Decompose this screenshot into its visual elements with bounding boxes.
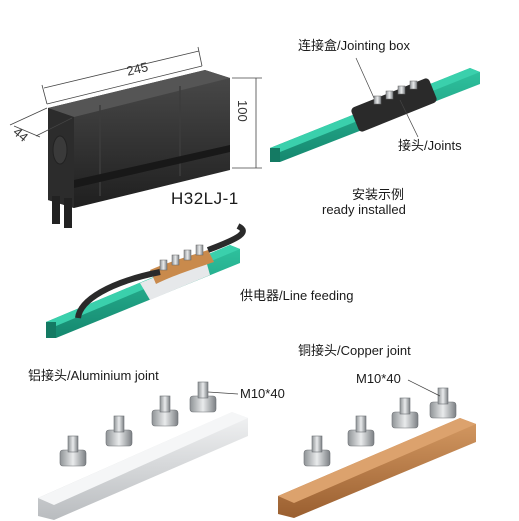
bolt-spec-left-label: M10*40 [240, 386, 285, 401]
line-feeding-label: 供电器/Line feeding [240, 288, 354, 303]
installed-en-label: ready installed [322, 202, 406, 217]
dimension-lines [9, 46, 262, 169]
model-label: H32LJ-1 [171, 189, 239, 208]
jointing-box-label: 连接盒/Jointing box [298, 38, 410, 53]
installed-example-drawing [270, 57, 480, 162]
aluminium-joint-label: 铝接头/Aluminium joint [28, 368, 159, 383]
copper-joint-drawing [278, 379, 476, 518]
aluminium-joint-drawing [38, 381, 248, 520]
joints-label: 接头/Joints [398, 138, 462, 153]
installed-cn-label: 安装示例 [352, 187, 405, 202]
copper-joint-label: 铜接头/Copper joint [298, 343, 411, 358]
jointing-box-drawing [48, 70, 230, 228]
line-feeding-drawing [46, 223, 246, 338]
bolt-spec-right-label: M10*40 [356, 371, 401, 386]
height-dimension-label: 100 [235, 100, 250, 122]
